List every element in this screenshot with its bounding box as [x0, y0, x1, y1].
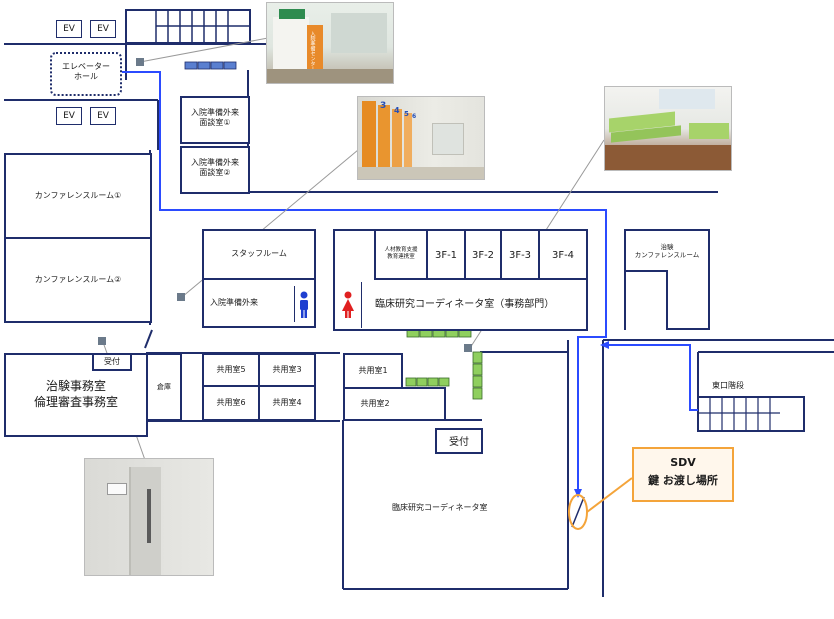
hr-education-room: 人材教育支援 教育連携室 [374, 229, 428, 280]
photo-lounge-window [659, 89, 715, 109]
room-3f-1-label: 3F-1 [434, 250, 458, 261]
photo-orange-counter: 入院準備センター [307, 25, 323, 83]
photo-door-4 [404, 113, 412, 167]
photo-marker-office [98, 337, 106, 345]
reception-left-label: 受付 [104, 357, 120, 366]
trial-office-label: 治験事務室 倫理審査事務室 [33, 379, 118, 409]
trial-conference-notch [626, 270, 668, 330]
photo-marker-elevator [136, 58, 144, 66]
photo-office-door [84, 458, 214, 576]
photo-door-2 [378, 105, 390, 175]
photo-door-handle [147, 489, 151, 543]
conference-room-2-label: カンファレンスルーム② [34, 275, 122, 284]
staff-room-label: スタッフルーム [231, 249, 287, 258]
photo-reception-desk: 入院準備センター [266, 2, 394, 84]
conference-room-1: カンファレンスルーム① [4, 153, 152, 239]
room-3f-2: 3F-2 [464, 229, 502, 280]
room-3f-4: 3F-4 [538, 229, 588, 280]
photo-hall-floor [358, 167, 484, 179]
photo-end-wall [432, 123, 464, 155]
photo-hallway-doors: 3 4 5 6 [357, 96, 485, 180]
female-restroom-icon [335, 282, 362, 328]
room-3f-3: 3F-3 [500, 229, 540, 280]
sdv-callout-line2: 鍵 お渡し場所 [648, 473, 718, 487]
interview-room-2-label: 入院準備外来 面談室② [191, 158, 239, 178]
shared-room-5: 共用室5 [202, 353, 260, 387]
trial-conference-label: 治験 カンファレンスルーム [634, 243, 700, 260]
room-3f-4-label: 3F-4 [551, 250, 575, 261]
photo-bench-right [689, 123, 729, 139]
reception-center-label: 受付 [449, 437, 469, 448]
shared-room-1-label: 共用室1 [358, 366, 388, 375]
photo-marker-clinic [177, 293, 185, 301]
photo-lounge-floor [605, 145, 731, 170]
shared-room-2: 共用室2 [343, 387, 446, 421]
shared-room-6: 共用室6 [202, 385, 260, 421]
elevator-2: EV [90, 20, 116, 38]
interview-room-1: 入院準備外来 面談室① [180, 96, 250, 144]
photo-lounge [604, 86, 732, 171]
photo-door-panel [129, 467, 161, 575]
elevator-hall: エレベーター ホール [50, 52, 122, 96]
sdv-callout-line1: SDV [670, 456, 696, 469]
hr-education-label: 人材教育支援 教育連携室 [384, 247, 418, 260]
room-3f-2-label: 3F-2 [471, 250, 495, 261]
photo-wall-panel [273, 17, 309, 75]
sdv-key-callout: SDV 鍵 お渡し場所 [632, 447, 734, 502]
east-stairs-label: 東口階段 [712, 381, 744, 390]
photo-door-sign [107, 483, 127, 495]
photo-door-number-2: 4 [394, 106, 400, 115]
clinical-coordinator-office-label: 臨床研究コーディネータ室（事務部門） [375, 299, 555, 310]
photo-floor [267, 69, 393, 83]
reception-left: 受付 [92, 353, 132, 371]
interview-room-1-label: 入院準備外来 面談室① [191, 108, 239, 128]
conference-room-1-label: カンファレンスルーム① [34, 191, 122, 200]
photo-door-number-1: 3 [380, 101, 387, 111]
preadmission-clinic: 入院準備外来 [202, 278, 316, 328]
photo-green-sign [279, 9, 305, 19]
elevator-1: EV [56, 20, 82, 38]
photo-door-3 [392, 109, 402, 171]
room-3f-1: 3F-1 [426, 229, 466, 280]
shared-room-6-label: 共用室6 [216, 398, 246, 407]
shared-room-4-label: 共用室4 [272, 398, 302, 407]
storage-label: 倉庫 [157, 383, 171, 391]
elevator-3: EV [56, 107, 82, 125]
photo-door-number-4: 6 [412, 113, 417, 120]
photo-sign-text: 入院準備センター [309, 31, 316, 71]
staff-room: スタッフルーム [202, 229, 316, 280]
elevator-4: EV [90, 107, 116, 125]
conference-room-2: カンファレンスルーム② [4, 237, 152, 323]
shared-room-2-label: 共用室2 [360, 399, 390, 408]
storage-room: 倉庫 [146, 353, 182, 421]
shared-room-5-label: 共用室5 [216, 365, 246, 374]
photo-window [331, 13, 387, 53]
clinical-coordinator-room-label: 臨床研究コーディネータ室 [392, 503, 488, 512]
shared-room-1: 共用室1 [343, 353, 403, 389]
elevator-hall-label: エレベーター ホール [62, 62, 110, 82]
male-restroom-icon [294, 286, 313, 322]
shared-room-3-label: 共用室3 [272, 365, 302, 374]
photo-door-1 [362, 101, 376, 179]
shared-room-3: 共用室3 [258, 353, 316, 387]
room-3f-3-label: 3F-3 [508, 250, 532, 261]
preadmission-clinic-label: 入院準備外来 [210, 298, 258, 307]
interview-room-2: 入院準備外来 面談室② [180, 146, 250, 194]
shared-room-4: 共用室4 [258, 385, 316, 421]
reception-center: 受付 [435, 428, 483, 454]
photo-marker-lounge [464, 344, 472, 352]
photo-door-number-3: 5 [404, 110, 409, 118]
